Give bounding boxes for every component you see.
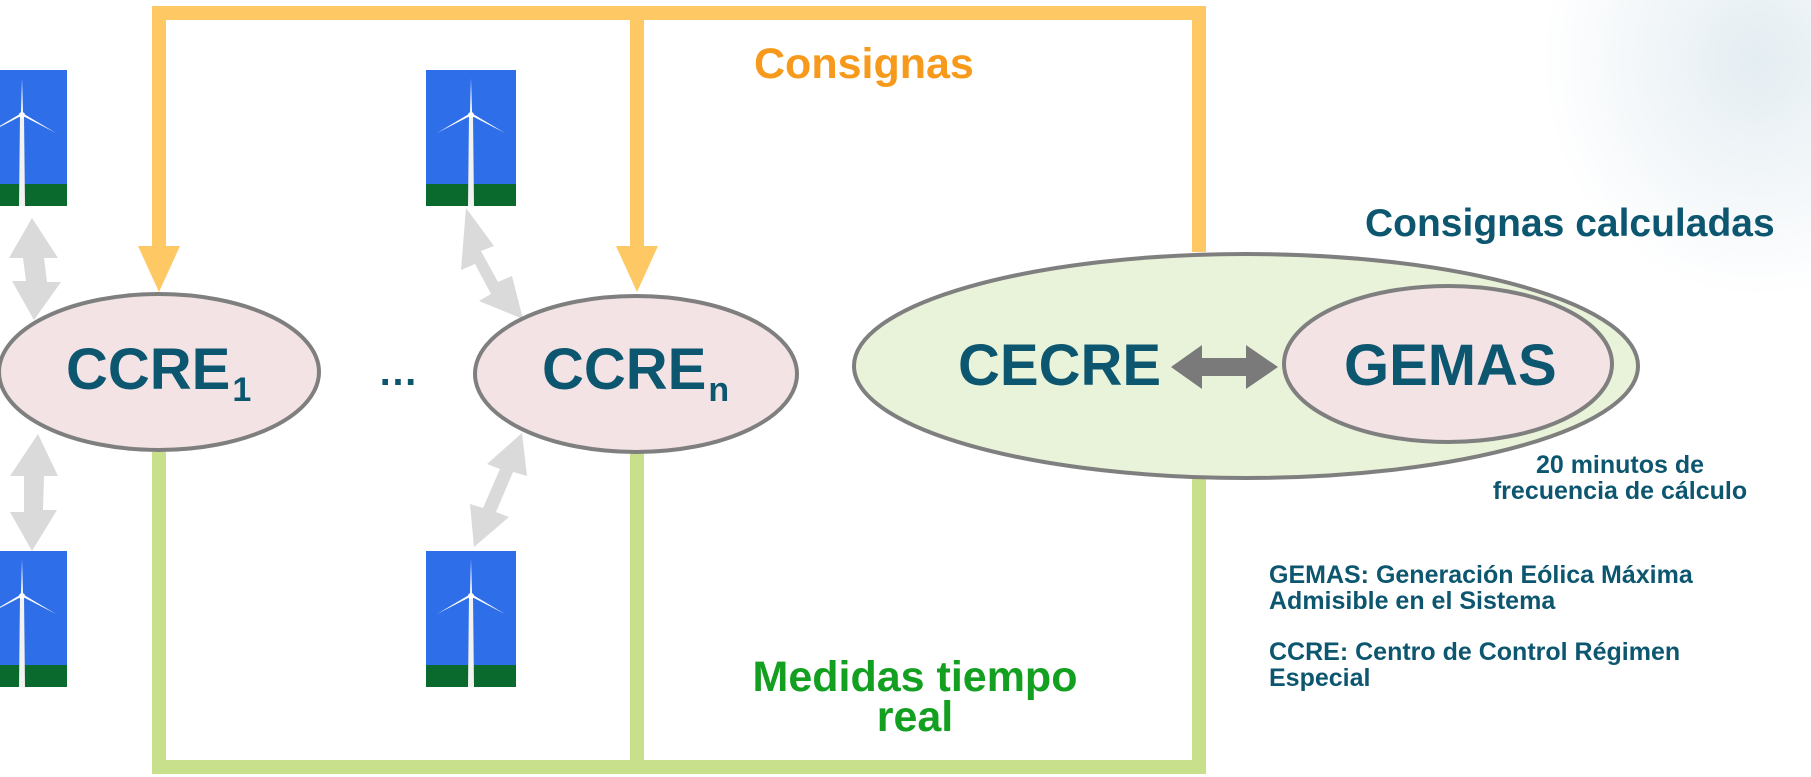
- ccren-subscript: n: [708, 371, 730, 409]
- ccre1-label: CCRE1: [66, 336, 251, 410]
- gemas-definition: GEMAS: Generación Eólica Máxima Admisibl…: [1269, 562, 1693, 614]
- wind-turbine-icon: [426, 70, 516, 206]
- exchange-arrow-icon: [10, 434, 58, 551]
- gemas-definition-line2: Admisible en el Sistema: [1269, 587, 1556, 615]
- ccren-label: CCREn: [542, 336, 729, 410]
- frecuencia-line2: frecuencia de cálculo: [1492, 477, 1748, 505]
- medidas-label: Medidas tiempo real: [715, 653, 1115, 741]
- wind-turbine-icon: [426, 551, 516, 687]
- background-glow: [1540, 0, 1811, 300]
- wind-turbine-icon: [0, 70, 67, 206]
- ccre1-node: [0, 292, 321, 452]
- consignas-calculadas-label: Consignas calculadas: [1365, 202, 1775, 245]
- frecuencia-label: 20 minutos de frecuencia de cálculo: [1440, 452, 1800, 504]
- exchange-arrow-icon: [461, 208, 523, 319]
- ccre-definition-line2: Especial: [1269, 664, 1371, 692]
- down-arrow-icon: [616, 246, 658, 292]
- medidas-lines: [152, 452, 1206, 774]
- frecuencia-line1: 20 minutos de: [1535, 451, 1705, 479]
- down-arrow-icon: [138, 246, 180, 292]
- ccren-node: [473, 294, 799, 454]
- medidas-loop-line: [152, 452, 1206, 774]
- ccre-definition-line1: CCRE: Centro de Control Régimen: [1269, 638, 1681, 666]
- ccre-definition: CCRE: Centro de Control Régimen Especial: [1269, 639, 1680, 691]
- gemas-node: [1282, 284, 1614, 444]
- exchange-arrow-icon: [470, 433, 527, 547]
- medidas-line1: Medidas tiempo: [752, 653, 1078, 701]
- cecre-label: CECRE: [958, 333, 1162, 398]
- consignas-lines: [152, 6, 1206, 252]
- wind-turbine-icon: [0, 551, 67, 687]
- ccre1-subscript: 1: [232, 371, 252, 409]
- ccren-base: CCRE: [542, 337, 707, 402]
- exchange-arrow-icon: [9, 218, 61, 320]
- medidas-line2: real: [876, 693, 954, 741]
- gemas-label: GEMAS: [1344, 333, 1557, 398]
- bidirectional-arrow-icon: [1171, 345, 1278, 389]
- gemas-definition-line1: GEMAS: Generación Eólica Máxima: [1269, 561, 1693, 589]
- consignas-label: Consignas: [754, 40, 974, 88]
- ccre1-base: CCRE: [66, 337, 231, 402]
- ellipsis-label: …: [378, 350, 418, 394]
- consignas-loop-line: [152, 6, 1206, 252]
